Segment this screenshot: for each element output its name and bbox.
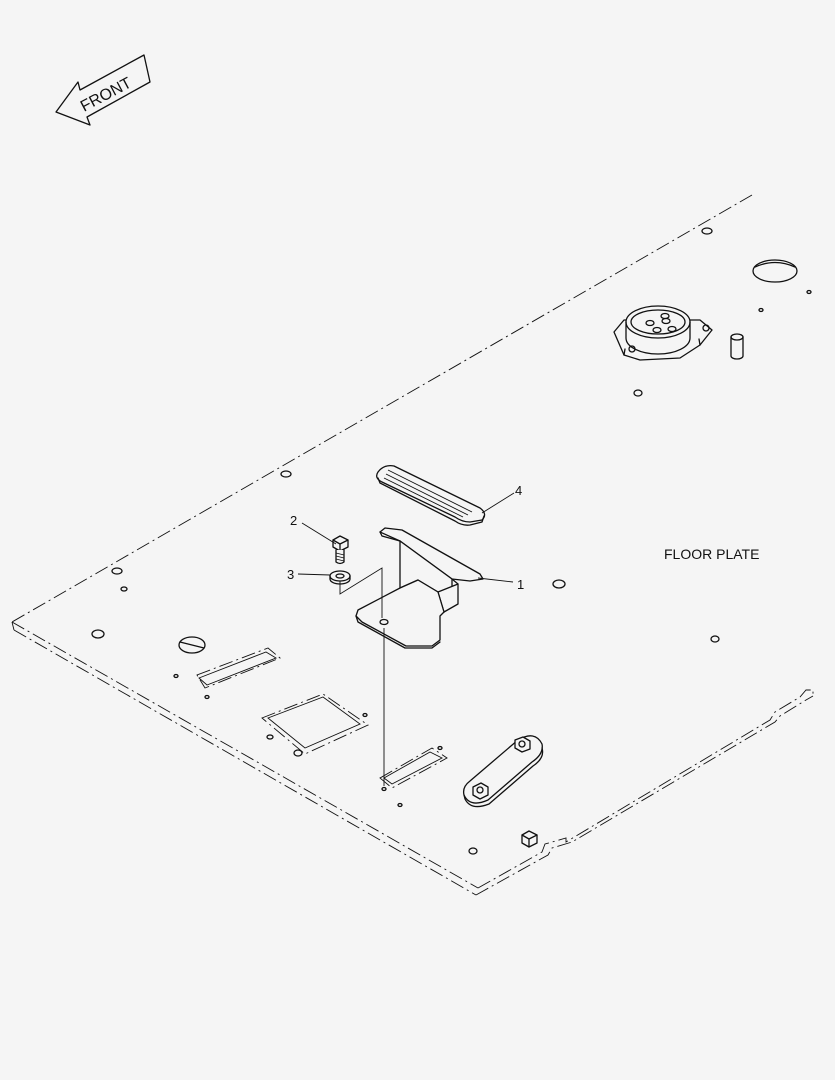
rect-cutout-center xyxy=(261,693,369,755)
callout-2: 2 xyxy=(290,513,297,528)
round-plug-left xyxy=(178,636,206,654)
front-arrow-icon: FRONT xyxy=(55,54,151,126)
hex-nut xyxy=(521,830,538,848)
assembly-title: FLOOR PLATE xyxy=(664,546,759,562)
assembly-lines xyxy=(339,567,385,786)
bolt xyxy=(332,535,349,565)
link-plate xyxy=(462,735,544,808)
plate-holes xyxy=(91,227,812,855)
rubber-pad xyxy=(376,464,486,526)
floor-plate-outline xyxy=(11,194,814,896)
callout-1: 1 xyxy=(517,577,524,592)
rect-cutout-left xyxy=(196,647,281,689)
column-base-flange xyxy=(613,305,713,361)
round-plug-top xyxy=(752,259,798,283)
callout-4: 4 xyxy=(515,483,522,498)
callout-3: 3 xyxy=(287,567,294,582)
pedal-bracket xyxy=(355,527,484,649)
leader-lines xyxy=(297,492,515,583)
dowel-pin xyxy=(730,333,744,360)
rect-cutout-right xyxy=(379,747,448,789)
